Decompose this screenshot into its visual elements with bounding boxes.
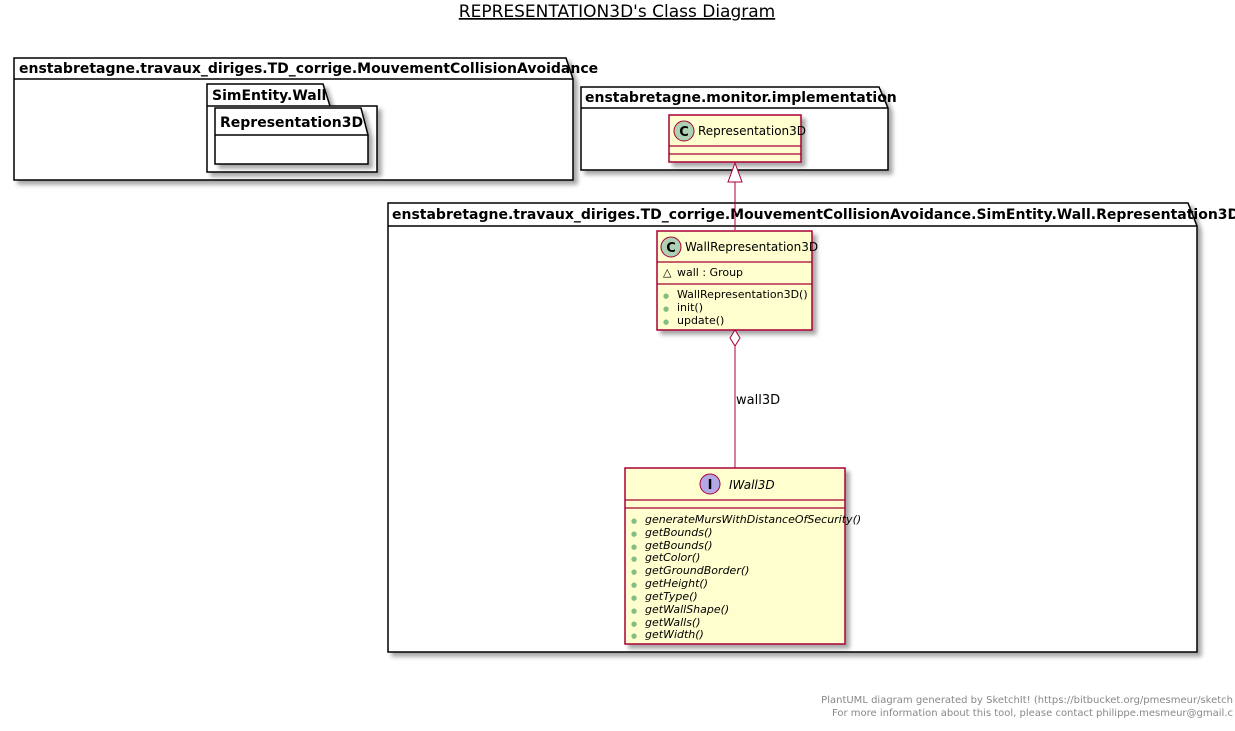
public-visibility-icon: ●	[631, 517, 637, 525]
method-get-color: getColor()	[645, 551, 700, 564]
package-representation3d-empty	[214, 107, 369, 165]
method-get-wall-shape: getWallShape()	[645, 603, 729, 616]
public-visibility-icon: ●	[631, 543, 637, 551]
public-visibility-icon: ●	[631, 555, 637, 563]
aggregation-edge	[729, 329, 741, 468]
method-get-walls: getWalls()	[645, 616, 701, 629]
footer-line-2: For more information about this tool, pl…	[832, 708, 1233, 719]
method-get-height: getHeight()	[645, 577, 708, 590]
method-row: ● getWalls()	[631, 616, 701, 629]
method-row: ● getType()	[631, 590, 698, 603]
method-get-width: getWidth()	[645, 628, 704, 641]
svg-text:I: I	[708, 478, 713, 493]
package-label-representation3d: Representation3D	[220, 115, 363, 131]
method-get-bounds: getBounds()	[645, 526, 713, 539]
method-row: ● getGroundBorder()	[631, 564, 749, 577]
svg-text:C: C	[666, 241, 676, 256]
package-label-mouvement-collision-avoidance: enstabretagne.travaux_diriges.TD_corrige…	[19, 61, 598, 77]
package-visibility-icon: △	[663, 266, 672, 279]
class-wall-representation3d[interactable]: C WallRepresentation3D △ wall : Group ● …	[656, 230, 818, 331]
public-visibility-icon: ●	[663, 292, 669, 300]
package-wall-representation3d	[387, 202, 1198, 653]
interface-name-iwall3d: IWall3D	[729, 478, 775, 492]
public-visibility-icon: ●	[631, 632, 637, 640]
public-visibility-icon: ●	[663, 305, 669, 313]
diagram-title: REPRESENTATION3D's Class Diagram	[459, 2, 775, 22]
method-row: ● generateMursWithDistanceOfSecurity()	[631, 513, 861, 526]
method-row: ● getBounds()	[631, 539, 713, 552]
package-label-simentity-wall: SimEntity.Wall	[212, 88, 326, 104]
class-icon: C	[660, 236, 682, 258]
method-generate-murs: generateMursWithDistanceOfSecurity()	[645, 513, 861, 526]
class-representation3d[interactable]: C Representation3D	[668, 114, 806, 163]
method-init: init()	[677, 301, 703, 314]
footer-line-1: PlantUML diagram generated by SketchIt! …	[821, 695, 1233, 706]
method-row: ● getBounds()	[631, 526, 713, 539]
method-row: ● WallRepresentation3D()	[663, 288, 808, 301]
interface-iwall3d[interactable]: I IWall3D ● generateMursWithDistanceOfSe…	[624, 467, 861, 645]
method-row: ● getWallShape()	[631, 603, 729, 616]
class-icon: C	[673, 120, 695, 142]
field-wall: wall : Group	[677, 266, 743, 279]
package-label-wall-representation3d: enstabretagne.travaux_diriges.TD_corrige…	[392, 207, 1235, 223]
public-visibility-icon: ●	[631, 530, 637, 538]
public-visibility-icon: ●	[631, 594, 637, 602]
interface-icon: I	[699, 473, 721, 495]
method-constructor: WallRepresentation3D()	[677, 288, 808, 301]
package-label-monitor-implementation: enstabretagne.monitor.implementation	[585, 90, 897, 106]
svg-text:C: C	[679, 125, 689, 140]
public-visibility-icon: ●	[631, 568, 637, 576]
generalization-edge	[727, 161, 743, 230]
method-row: ● getHeight()	[631, 577, 708, 590]
method-row: ● update()	[663, 314, 724, 327]
method-row: ● getColor()	[631, 551, 700, 564]
public-visibility-icon: ●	[663, 318, 669, 326]
public-visibility-icon: ●	[631, 581, 637, 589]
method-get-ground-border: getGroundBorder()	[645, 564, 749, 577]
method-row: ● init()	[663, 301, 703, 314]
method-get-type: getType()	[645, 590, 698, 603]
method-update: update()	[677, 314, 724, 327]
class-name-representation3d: Representation3D	[698, 124, 806, 138]
class-name-wall-representation3d: WallRepresentation3D	[685, 240, 818, 254]
method-get-bounds-2: getBounds()	[645, 539, 713, 552]
aggregation-label: wall3D	[736, 393, 780, 408]
method-row: ● getWidth()	[631, 628, 704, 641]
public-visibility-icon: ●	[631, 620, 637, 628]
public-visibility-icon: ●	[631, 607, 637, 615]
